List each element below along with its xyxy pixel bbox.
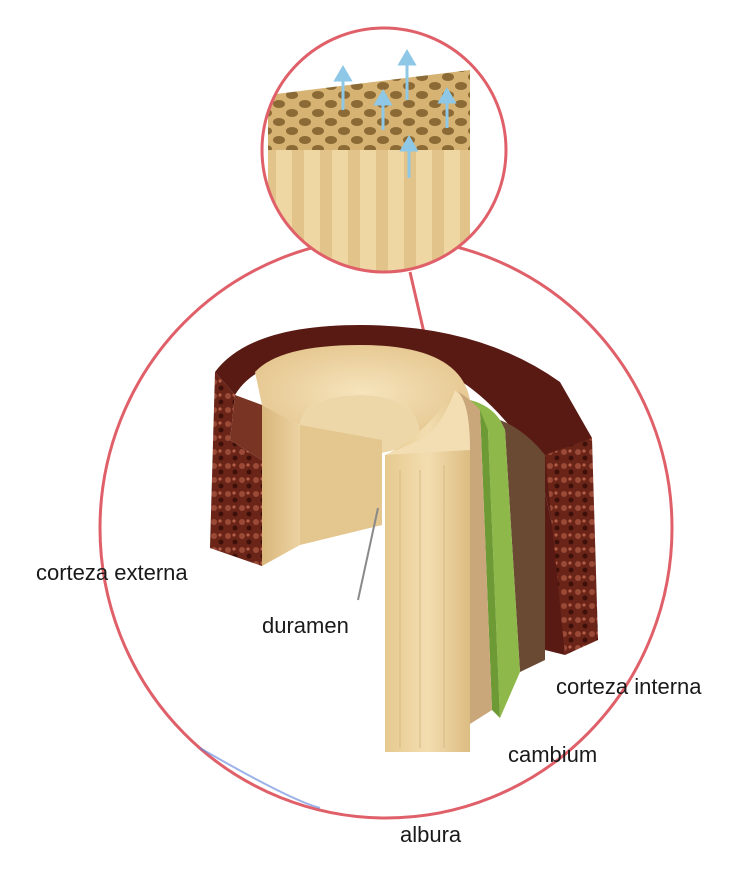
label-corteza-interna: corteza interna [556,676,702,698]
label-duramen: duramen [262,615,349,637]
label-corteza-externa: corteza externa [36,562,188,584]
label-cambium: cambium [508,744,597,766]
label-albura: albura [400,824,461,846]
